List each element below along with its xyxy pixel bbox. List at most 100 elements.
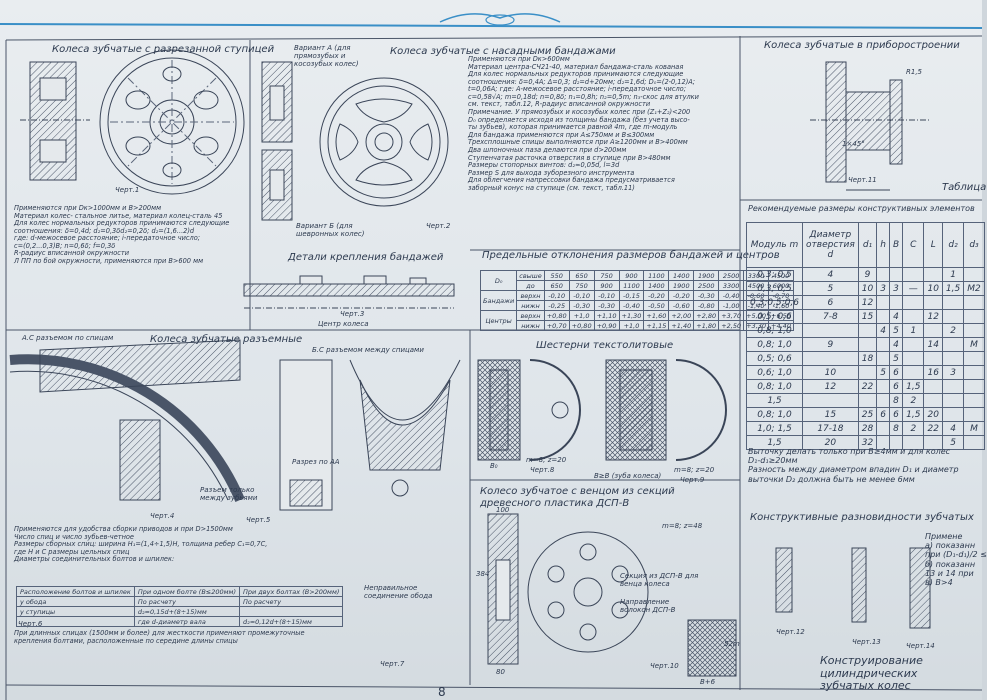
center-wheel-label: Центр колеса [318, 320, 369, 328]
table-word: Таблица [942, 182, 987, 193]
cell: d₂≈0,12d+(8÷15)мм [238, 616, 344, 627]
cell: 1900 [668, 280, 695, 291]
note-line: заборный конус на ступице (см. текст, та… [468, 183, 635, 192]
note-line: Размеры сборных спиц: ширина Н₁=(1,4÷1,5… [14, 540, 268, 549]
cell: 2 [902, 421, 925, 436]
split-title: Колеса зубчатые разъемные [150, 334, 303, 345]
cell: -0,10 [593, 290, 620, 301]
cell: 0,6; 1,0 [745, 365, 804, 380]
cell [876, 393, 890, 408]
cell: -1,00 [718, 300, 745, 311]
cell: — [902, 281, 925, 296]
cell [902, 309, 925, 324]
cell: 0,5; 0,6 [745, 309, 804, 324]
note-line: Применяются при Dк>600мм [468, 55, 570, 63]
header-cell: h [876, 222, 890, 268]
cell: -0,40 [618, 300, 645, 311]
cell [923, 267, 943, 282]
page-number: 8 [438, 685, 446, 699]
cell: 0,8; 1,0 [745, 407, 804, 422]
cell [941, 407, 965, 422]
note-line: при (D₁-d₁)/2 ≤ [925, 550, 987, 560]
note-line: c=(0,2...0,3)В; n=0,6δ; f=0,3δ [14, 241, 116, 250]
cell: 5 [888, 351, 904, 366]
tolerance-title: Предельные отклонения размеров бандажей … [482, 250, 780, 261]
header-cell: d₁ [857, 222, 878, 268]
cell [802, 393, 859, 408]
cell [963, 379, 985, 394]
dim-b6: B+6 [700, 678, 716, 686]
cell: -0,50 [643, 300, 670, 311]
note-line: где: d-межосевое расстояние; i-передаточ… [14, 234, 200, 243]
cell: 10 [802, 365, 859, 380]
cell: 22 [923, 421, 943, 436]
cell: 4 [888, 337, 904, 352]
cell [876, 351, 890, 366]
cell: 14 [923, 337, 943, 352]
cell [963, 351, 985, 366]
note-line: Трехсплошные спицы выполняются при А≥120… [468, 138, 688, 147]
dim-52: 52m [724, 640, 740, 648]
cell: 1,5 [745, 393, 804, 408]
row-label: свыше [516, 270, 545, 281]
cell: 750 [593, 270, 620, 281]
cell [941, 309, 965, 324]
dim-100: 100 [496, 506, 510, 514]
cell: +2,50 [718, 320, 745, 331]
cell: 15 [857, 309, 878, 324]
cell: 750 [568, 280, 595, 291]
cell: 6 [888, 379, 904, 394]
cell: 1400 [643, 280, 670, 291]
cell [902, 365, 925, 380]
chert-13-label: Черт.13 [852, 638, 881, 646]
cell [876, 309, 890, 324]
cell [902, 351, 925, 366]
cell: 8 [888, 421, 904, 436]
cell [857, 337, 878, 352]
cell [923, 393, 943, 408]
cell: +1,60 [643, 310, 670, 321]
note-line: Два шпоночных паза делаются при d>200мм [468, 145, 627, 154]
header-cell: Диаметр отверстия d [802, 222, 859, 268]
cell: 0,3;0,5;0,6 [745, 295, 804, 310]
b-label: B≥B (зуба колеса) [594, 472, 662, 480]
note-line: Материал колес- стальное литье, материал… [14, 211, 223, 220]
cell: 1,0; 1,5 [745, 421, 804, 436]
dsp-params: m=8; z=48 [662, 522, 703, 530]
group-label: Центры [479, 310, 518, 331]
note-line: а) показанн [925, 541, 976, 551]
cell [876, 421, 890, 436]
cell: 1 [941, 267, 965, 282]
cell: 7-8 [802, 309, 859, 324]
cell [923, 295, 943, 310]
cell [876, 295, 890, 310]
chert-12-label: Черт.12 [776, 628, 805, 636]
cell: 6 [888, 407, 904, 422]
header-cell: Модуль m [745, 222, 804, 268]
cell: 17-18 [802, 421, 859, 436]
cell: По расчету [133, 596, 240, 607]
cell: 0,8; 1,0 [745, 379, 804, 394]
variant-a-label: Вариант А (для прямозубых и косозубых ко… [294, 44, 359, 69]
banded-drawing [261, 61, 449, 221]
cell [923, 351, 943, 366]
cell: 2500 [693, 280, 720, 291]
instrument-drawing [810, 61, 930, 191]
note-line: Диаметры соединительных болтов и шпилек: [14, 555, 175, 564]
cell [876, 379, 890, 394]
cell: 16 [923, 365, 943, 380]
cell: 10 [857, 281, 878, 296]
cell [238, 606, 344, 617]
note-line: Примечание. У прямозубых и косозубых кол… [468, 108, 691, 117]
cell: +1,40 [668, 320, 695, 331]
note-line: Число спиц и число зубьев-четное [14, 532, 134, 541]
note-line: c=0,58√А; m=0,18d; n=0,8δ; n₁=0,8h; n₂=0… [468, 92, 699, 101]
note-line: соотношения: δ=0,4А; Δ=0,3; d₂=d+20мм; d… [468, 77, 696, 86]
cell: 15 [802, 407, 859, 422]
cell: -0,60 [668, 300, 695, 311]
